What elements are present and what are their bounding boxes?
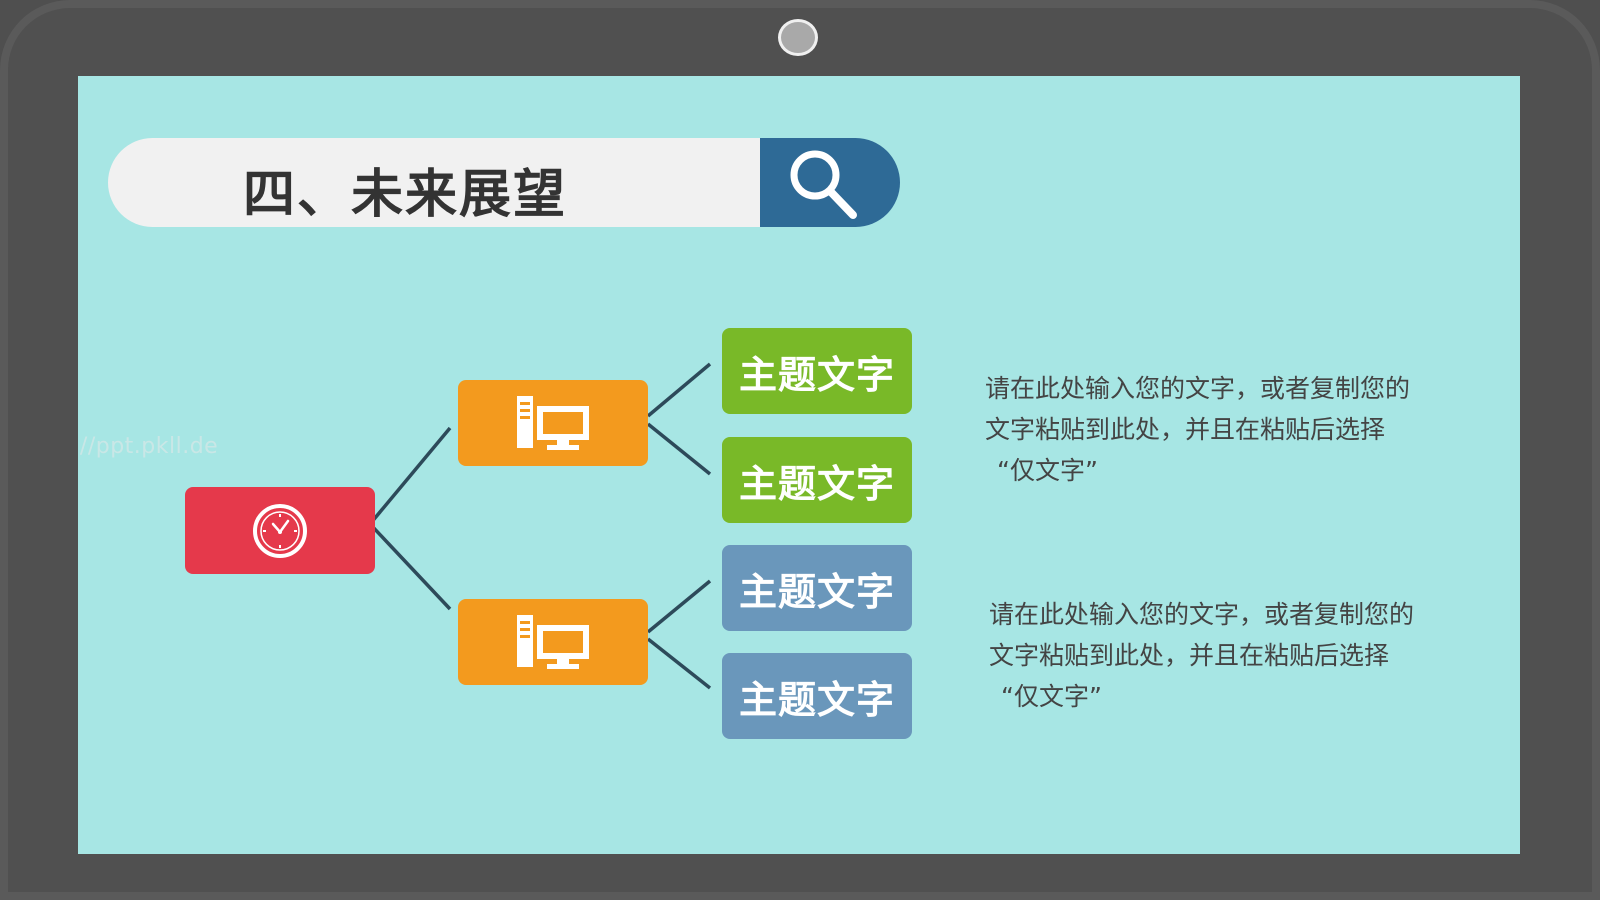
description-line: 文字粘贴到此处，并且在粘贴后选择: [985, 415, 1386, 444]
connector-root-branch2: [368, 522, 452, 611]
computer-icon: [517, 615, 589, 669]
mindmap-leaf-node[interactable]: 主题文字: [722, 653, 912, 739]
description-line: 文字粘贴到此处，并且在粘贴后选择: [989, 641, 1390, 670]
computer-icon: [517, 396, 589, 450]
watermark-text: ://ppt.pkll.de: [78, 434, 219, 459]
description-line: 请在此处输入您的文字，或者复制您的: [989, 600, 1415, 629]
description-text-block: 请在此处输入您的文字，或者复制您的 文字粘贴到此处，并且在粘贴后选择 “仅文字”: [985, 368, 1465, 491]
description-line: 请在此处输入您的文字，或者复制您的: [985, 374, 1411, 403]
leaf-label: 主题文字: [738, 461, 895, 506]
camera-icon: [778, 19, 818, 56]
connector-branch1-leaf1: [646, 362, 712, 418]
page-title: 四、未来展望: [243, 165, 568, 225]
mindmap-leaf-node[interactable]: 主题文字: [722, 545, 912, 631]
connector-root-branch1: [368, 426, 452, 526]
clock-icon: [253, 503, 307, 558]
mindmap-leaf-node[interactable]: 主题文字: [722, 328, 912, 414]
search-button[interactable]: [760, 138, 900, 227]
mindmap-branch-node[interactable]: [458, 380, 648, 466]
leaf-label: 主题文字: [738, 352, 895, 397]
search-bar[interactable]: 四、未来展望: [108, 138, 900, 227]
connector-branch1-leaf2: [646, 422, 712, 476]
mindmap-connectors: [368, 362, 712, 690]
description-line: “仅文字”: [1001, 682, 1102, 711]
leaf-label: 主题文字: [738, 569, 895, 614]
description-text-block: 请在此处输入您的文字，或者复制您的 文字粘贴到此处，并且在粘贴后选择 “仅文字”: [989, 594, 1469, 717]
connector-branch2-leaf4: [646, 637, 712, 690]
slide-screen: 四、未来展望: [78, 76, 1520, 854]
search-icon: [790, 150, 857, 219]
connector-branch2-leaf3: [646, 579, 712, 634]
leaf-label: 主题文字: [738, 677, 895, 722]
mindmap-root-node[interactable]: [185, 487, 375, 574]
description-line: “仅文字”: [997, 456, 1098, 485]
search-field[interactable]: 四、未来展望: [108, 138, 760, 227]
mindmap-leaf-node[interactable]: 主题文字: [722, 437, 912, 523]
mindmap-branch-node[interactable]: [458, 599, 648, 685]
